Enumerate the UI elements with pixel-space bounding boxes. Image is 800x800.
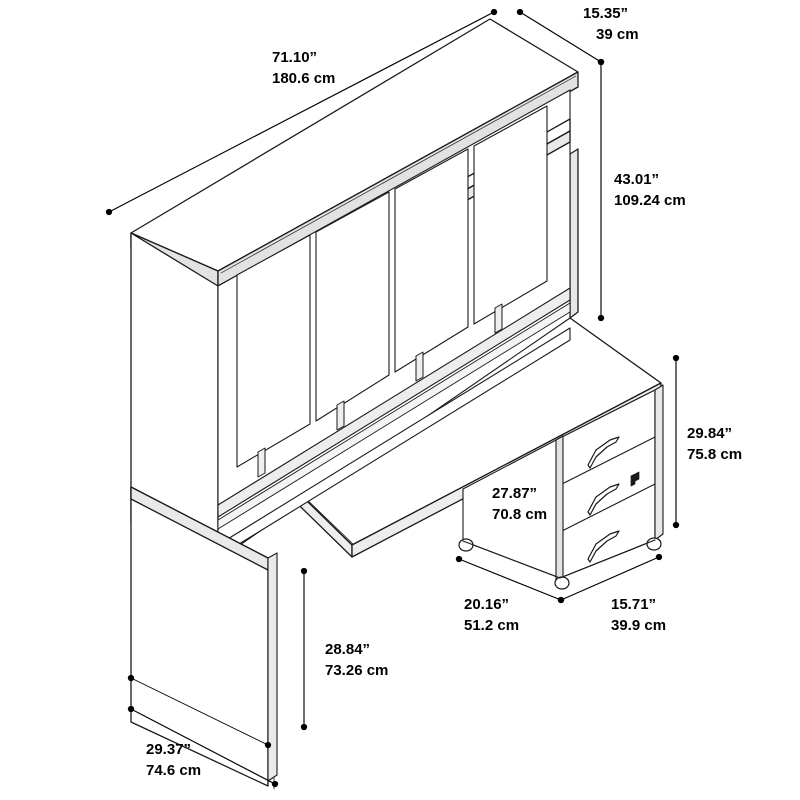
hutch [130, 18, 579, 564]
caster-front-left [458, 538, 474, 552]
dim-label-pedestal-depth: 20.16” 51.2 cm [464, 596, 519, 634]
hutch-top-right-edge [217, 71, 579, 287]
desk-front-leg [267, 552, 278, 782]
hutch-door-1[interactable] [236, 234, 311, 478]
dim-pedestal-depth [455, 555, 565, 604]
dimension-lines [105, 8, 680, 788]
pedestal-right-post [654, 384, 664, 541]
caster-front-right [554, 576, 570, 590]
pedestal-drawer-1-handle[interactable] [587, 436, 620, 469]
dim-desk-height [672, 354, 680, 529]
dim-label-pedestal-width: 15.71” 39.9 cm [611, 596, 666, 634]
dim-label-desk-depth: 29.37” 74.6 cm [146, 741, 201, 779]
pedestal-drawer-3-handle[interactable] [587, 530, 620, 563]
hutch-right-side-panel [569, 148, 579, 319]
hutch-door-3[interactable] [394, 148, 469, 382]
dim-label-desk-leg-height: 28.84” 73.26 cm [325, 641, 388, 679]
dim-desk-height-metric: 75.8 cm [687, 446, 742, 463]
hutch-door-2-handle [336, 400, 345, 431]
dim-hutch-width-imperial: 71.10” [272, 49, 317, 66]
dim-hutch-depth [516, 8, 605, 66]
hutch-door-2[interactable] [315, 191, 390, 431]
dim-desk-depth-metric: 74.6 cm [146, 762, 201, 779]
pedestal-casters [458, 537, 662, 590]
dim-label-hutch-width: 71.10” 180.6 cm [272, 49, 335, 87]
dim-leader-end-panel [127, 674, 272, 749]
dim-hutch-depth-imperial: 15.35” [583, 5, 628, 22]
pedestal-base-line [462, 539, 656, 579]
hutch-lower-rail [217, 287, 571, 518]
pedestal-front-post [555, 435, 564, 585]
pedestal-drawer-divider-1 [559, 436, 656, 486]
dim-desk-height-imperial: 29.84” [687, 425, 732, 442]
mobile-pedestal [458, 384, 664, 590]
hutch-door-4-handle [494, 303, 503, 334]
dim-pedestal-depth-metric: 51.2 cm [464, 617, 519, 634]
pedestal-drawer-2-handle[interactable] [587, 483, 620, 516]
dim-pedestal-depth-imperial: 20.16” [464, 596, 509, 613]
dim-pedestal-height-metric: 70.8 cm [492, 506, 547, 523]
dim-pedestal-width [557, 553, 663, 604]
dim-desk-depth [127, 705, 279, 788]
dim-label-hutch-depth: 15.35” 39 cm [583, 5, 639, 43]
dim-hutch-width [105, 8, 498, 216]
dim-hutch-height-metric: 109.24 cm [614, 192, 686, 209]
dim-desk-leg-height-imperial: 28.84” [325, 641, 370, 658]
dim-hutch-height [597, 58, 605, 322]
dim-desk-depth-imperial: 29.37” [146, 741, 191, 758]
dim-label-hutch-height: 43.01” 109.24 cm [614, 171, 686, 209]
dim-pedestal-width-metric: 39.9 cm [611, 617, 666, 634]
caster-rear-right [646, 537, 662, 551]
pedestal-drawer-divider-2 [559, 483, 656, 533]
hutch-door-3-handle [415, 351, 424, 382]
desk-left-end-panel [130, 486, 275, 790]
furniture-assembly [130, 18, 664, 790]
hutch-lower-rail-2 [217, 302, 571, 530]
pedestal-lock-icon [630, 471, 640, 487]
dim-hutch-depth-metric: 39 cm [596, 26, 639, 43]
dim-hutch-width-metric: 180.6 cm [272, 70, 335, 87]
hutch-door-1-handle [257, 447, 266, 478]
dim-hutch-height-imperial: 43.01” [614, 171, 659, 188]
dim-desk-leg-height-metric: 73.26 cm [325, 662, 388, 679]
dim-label-desk-height: 29.84” 75.8 cm [687, 425, 742, 463]
dim-pedestal-width-imperial: 15.71” [611, 596, 656, 613]
dimension-labels: 71.10” 180.6 cm 15.35” 39 cm 43.01” 109.… [146, 5, 742, 779]
dim-label-pedestal-height: 27.87” 70.8 cm [492, 485, 547, 523]
hutch-top-edge-inner [220, 75, 577, 274]
hutch-door-4[interactable] [473, 105, 548, 334]
dim-desk-leg-height [300, 567, 308, 731]
dim-pedestal-height-imperial: 27.87” [492, 485, 537, 502]
